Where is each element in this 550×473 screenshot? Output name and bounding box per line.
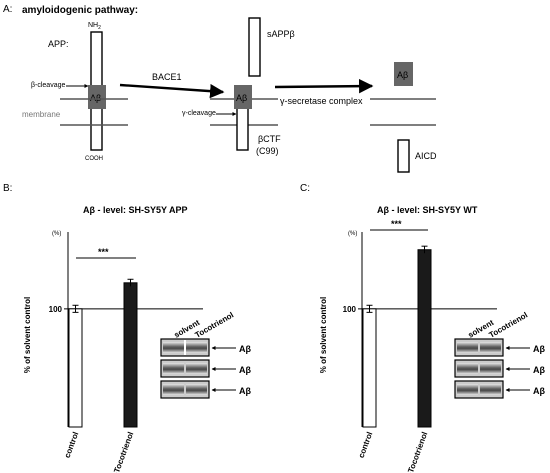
abeta-product-label: Aβ xyxy=(397,70,408,80)
blot-band xyxy=(186,363,207,374)
bar xyxy=(417,249,432,428)
blot-row-label: Aβ xyxy=(533,386,545,396)
sappb-label: sAPPβ xyxy=(267,29,295,39)
bace1-arrow xyxy=(119,83,225,99)
category-label: control xyxy=(357,431,375,460)
abeta-product xyxy=(394,62,413,86)
y-tick-label: 100 xyxy=(49,305,63,314)
panel-c-y-label: % of solvent control xyxy=(319,297,328,373)
category-label: α-Tocotrienol xyxy=(404,431,430,473)
western-blot xyxy=(160,338,210,399)
significance-label: *** xyxy=(98,247,109,257)
blot-band xyxy=(457,384,478,395)
panel-b: B: Aβ - level: SH-SY5Y APP (%) % of solv… xyxy=(3,183,251,473)
cooh-label: COOH xyxy=(85,156,103,162)
bar xyxy=(123,282,138,428)
bctf-label: βCTF xyxy=(258,134,281,144)
panel-b-letter: B: xyxy=(3,183,12,194)
bace1-label: BACE1 xyxy=(152,72,182,82)
western-blot xyxy=(454,338,504,399)
bar xyxy=(68,308,83,428)
blot-band xyxy=(186,342,207,353)
blot-row-label: Aβ xyxy=(533,344,545,354)
gamma-secretase-arrow xyxy=(274,78,374,94)
bctf-abeta-domain xyxy=(234,85,252,109)
panel-b-y-unit: (%) xyxy=(52,231,61,237)
blot-band xyxy=(457,342,478,353)
blot-row-label: Aβ xyxy=(533,365,545,375)
gamma-cleavage-label: γ-cleavage xyxy=(182,110,216,117)
blot-row-label: Aβ xyxy=(239,344,251,354)
lane-divider xyxy=(184,340,186,355)
panel-c-title: Aβ - level: SH-SY5Y WT xyxy=(377,205,478,215)
aicd-fragment xyxy=(397,139,410,173)
c99-label: (C99) xyxy=(256,146,279,156)
bar xyxy=(362,308,377,428)
bctf-abeta-label: Aβ xyxy=(236,93,247,103)
panel-a-letter: A: xyxy=(3,4,12,15)
blot-band xyxy=(480,384,501,395)
blot-band xyxy=(457,363,478,374)
category-label: control xyxy=(63,431,81,460)
gamma-secretase-label: γ-secretase complex xyxy=(280,96,363,106)
app-label: APP: xyxy=(48,39,69,49)
blot-band xyxy=(163,384,184,395)
significance-label: *** xyxy=(391,219,402,229)
category-label: α-Tocotrienol xyxy=(110,431,136,473)
panel-b-title: Aβ - level: SH-SY5Y APP xyxy=(83,205,188,215)
blot-band xyxy=(480,342,501,353)
membrane-label: membrane xyxy=(22,110,61,119)
panel-a-title: amyloidogenic pathway: xyxy=(22,5,138,16)
panel-a: A: amyloidogenic pathway: APP: NH2 Aβ CO… xyxy=(3,4,437,173)
blot-band xyxy=(163,342,184,353)
panel-b-y-label: % of solvent control xyxy=(23,297,32,373)
blot-row-label: Aβ xyxy=(239,365,251,375)
panel-c: C: Aβ - level: SH-SY5Y WT (%) % of solve… xyxy=(300,183,545,473)
blot-band xyxy=(186,384,207,395)
nh2-label: NH2 xyxy=(88,22,101,31)
sappb-fragment xyxy=(248,17,261,77)
blot-band xyxy=(480,363,501,374)
beta-cleavage-label: β-cleavage xyxy=(31,82,65,89)
panel-c-letter: C: xyxy=(300,183,310,194)
panel-c-y-unit: (%) xyxy=(348,231,357,237)
aicd-label: AICD xyxy=(415,151,437,161)
app-abeta-domain xyxy=(88,85,106,109)
y-tick-label: 100 xyxy=(343,305,357,314)
blot-band xyxy=(163,363,184,374)
blot-row-label: Aβ xyxy=(239,386,251,396)
app-abeta-label: Aβ xyxy=(90,93,101,103)
